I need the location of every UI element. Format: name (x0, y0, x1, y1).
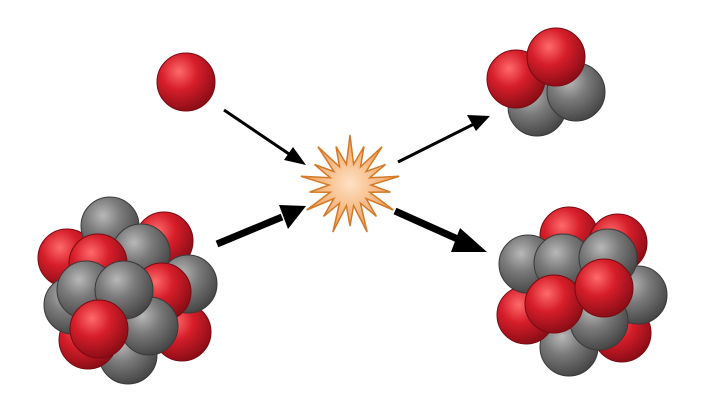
proton (526, 27, 586, 87)
arrow-head-icon (279, 205, 306, 229)
arrow-head-icon (451, 228, 487, 252)
incoming-large-nucleus (37, 196, 218, 385)
arrow-outgoing-large (393, 207, 487, 252)
starburst-icon (300, 134, 400, 233)
incoming-small-nucleus (156, 52, 216, 112)
arrow-incoming-large (215, 205, 306, 248)
arrow-head-icon (284, 147, 306, 165)
proton (156, 52, 216, 112)
proton (574, 258, 634, 318)
proton (524, 274, 584, 334)
arrow-outgoing-small (397, 115, 490, 164)
outgoing-large-nucleus (496, 206, 668, 377)
proton (69, 299, 129, 359)
outgoing-small-nucleus (486, 27, 606, 137)
arrow-head-icon (467, 115, 490, 131)
arrow-incoming-small (223, 108, 306, 165)
